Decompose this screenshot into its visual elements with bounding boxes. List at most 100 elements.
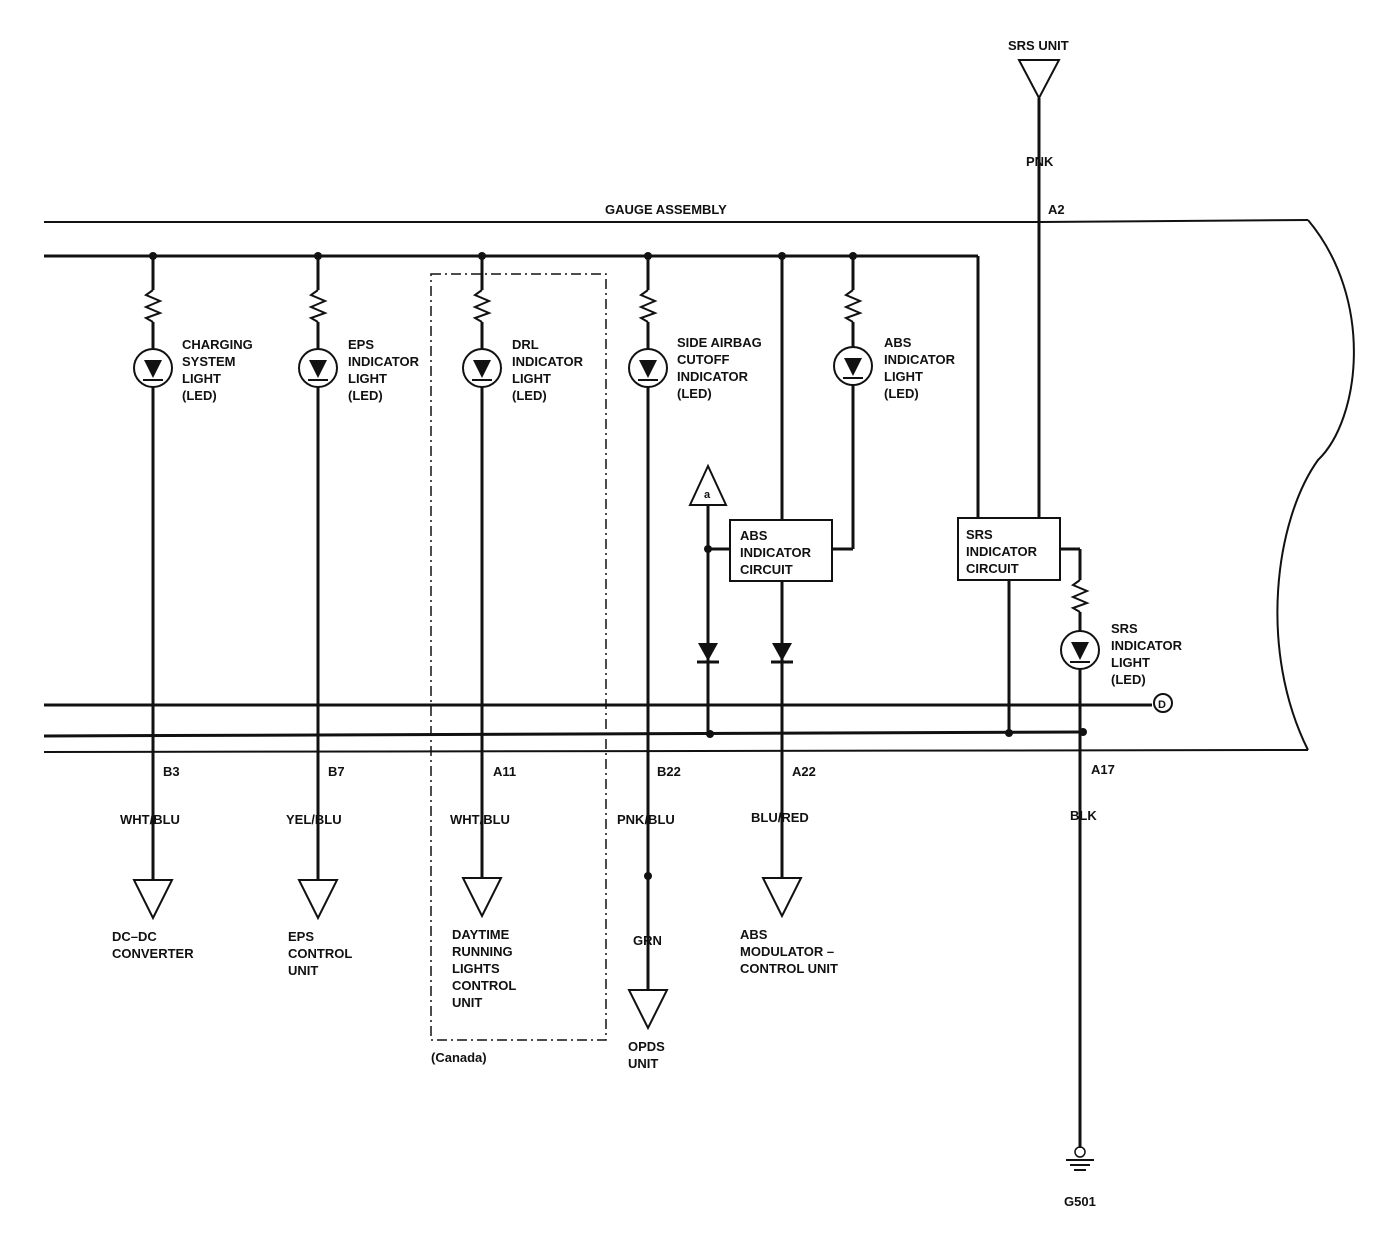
connector-a-ref: a — [688, 463, 728, 506]
svg-text:(LED): (LED) — [512, 388, 547, 403]
svg-text:ABS: ABS — [740, 528, 768, 543]
svg-text:SRS: SRS — [1111, 621, 1138, 636]
svg-text:CONTROL: CONTROL — [288, 946, 352, 961]
opds-unit-connector — [627, 989, 669, 1031]
svg-text:LIGHTS: LIGHTS — [452, 961, 500, 976]
abs-indicator-circuit — [729, 519, 833, 582]
abs-circuit-label: ABS INDICATOR CIRCUIT — [740, 528, 812, 577]
svg-text:SYSTEM: SYSTEM — [182, 354, 235, 369]
srs-unit-label: SRS UNIT — [1008, 38, 1069, 53]
eps-indicator-light-branch — [298, 256, 338, 880]
pin-a11: A11 — [493, 764, 516, 779]
svg-text:INDICATOR: INDICATOR — [740, 545, 812, 560]
eps-light-label: EPS INDICATOR LIGHT (LED) — [348, 337, 420, 403]
svg-text:ABS: ABS — [884, 335, 912, 350]
srs-pnk-wire-label: PNK — [1026, 154, 1054, 169]
svg-text:ABS: ABS — [740, 927, 768, 942]
svg-text:a: a — [704, 489, 711, 501]
drl-light-label: DRL INDICATOR LIGHT (LED) — [512, 337, 584, 403]
svg-text:UNIT: UNIT — [452, 995, 482, 1010]
abs-indicator-light-branch — [832, 256, 873, 551]
ground-g501-label: G501 — [1064, 1194, 1096, 1209]
svg-text:EPS: EPS — [348, 337, 374, 352]
svg-text:SIDE AIRBAG: SIDE AIRBAG — [677, 335, 762, 350]
svg-text:CHARGING: CHARGING — [182, 337, 253, 352]
svg-text:DC–DC: DC–DC — [112, 929, 157, 944]
pin-a17: A17 — [1091, 762, 1115, 777]
charging-light-label: CHARGING SYSTEM LIGHT (LED) — [182, 337, 253, 403]
svg-text:(LED): (LED) — [348, 388, 383, 403]
svg-text:CONVERTER: CONVERTER — [112, 946, 194, 961]
abs-modulator-connector — [761, 877, 803, 919]
svg-text:INDICATOR: INDICATOR — [966, 544, 1038, 559]
wire-b3: WHT/BLU — [120, 812, 180, 827]
svg-text:CIRCUIT: CIRCUIT — [740, 562, 793, 577]
srs-indicator-circuit — [957, 517, 1061, 581]
svg-text:RUNNING: RUNNING — [452, 944, 513, 959]
eps-control-unit-label: EPS CONTROL UNIT — [288, 929, 352, 978]
wire-grn: GRN — [633, 933, 662, 948]
side-airbag-label: SIDE AIRBAG CUTOFF INDICATOR (LED) — [677, 335, 762, 401]
connector-d-label: D — [1158, 699, 1166, 711]
svg-text:LIGHT: LIGHT — [182, 371, 221, 386]
svg-text:DRL: DRL — [512, 337, 539, 352]
svg-text:LIGHT: LIGHT — [884, 369, 923, 384]
gauge-assembly-outline — [43, 219, 1355, 753]
srs-pin-a2: A2 — [1048, 202, 1065, 217]
svg-text:EPS: EPS — [288, 929, 314, 944]
srs-light-label: SRS INDICATOR LIGHT (LED) — [1111, 621, 1183, 687]
svg-text:LIGHT: LIGHT — [1111, 655, 1150, 670]
wire-a17: BLK — [1070, 808, 1097, 823]
pin-b3: B3 — [163, 764, 180, 779]
drl-control-unit-connector — [461, 877, 503, 919]
svg-text:OPDS: OPDS — [628, 1039, 665, 1054]
canada-note: (Canada) — [431, 1050, 487, 1065]
pin-a22: A22 — [792, 764, 816, 779]
svg-text:INDICATOR: INDICATOR — [512, 354, 584, 369]
connector-d-ref: D — [1153, 693, 1173, 713]
charging-system-light-branch — [133, 256, 173, 880]
svg-text:CIRCUIT: CIRCUIT — [966, 561, 1019, 576]
canada-option-box — [430, 273, 607, 1041]
wire-b7: YEL/BLU — [286, 812, 342, 827]
svg-text:UNIT: UNIT — [288, 963, 318, 978]
svg-text:MODULATOR –: MODULATOR – — [740, 944, 834, 959]
eps-control-unit-connector — [297, 879, 339, 921]
wire-b22: PNK/BLU — [617, 812, 675, 827]
drl-indicator-light-branch — [462, 256, 502, 880]
svg-text:CONTROL: CONTROL — [452, 978, 516, 993]
svg-text:CUTOFF: CUTOFF — [677, 352, 730, 367]
svg-text:(LED): (LED) — [884, 386, 919, 401]
wire-a22: BLU/RED — [751, 810, 809, 825]
dcdc-converter-connector — [132, 879, 174, 921]
srs-circuit-label: SRS INDICATOR CIRCUIT — [966, 527, 1038, 576]
svg-text:UNIT: UNIT — [628, 1056, 658, 1071]
wire-a11: WHT/BLU — [450, 812, 510, 827]
pin-b7: B7 — [328, 764, 345, 779]
svg-text:DAYTIME: DAYTIME — [452, 927, 510, 942]
svg-text:(LED): (LED) — [182, 388, 217, 403]
dcdc-converter-label: DC–DC CONVERTER — [112, 929, 194, 961]
srs-indicator-light-branch — [1060, 547, 1100, 1148]
power-bus — [44, 252, 980, 520]
gauge-assembly-label: GAUGE ASSEMBLY — [605, 202, 727, 217]
abs-light-label: ABS INDICATOR LIGHT (LED) — [884, 335, 956, 401]
abs-diode-branches — [697, 505, 793, 880]
svg-text:INDICATOR: INDICATOR — [1111, 638, 1183, 653]
abs-modulator-label: ABS MODULATOR – CONTROL UNIT — [740, 927, 838, 976]
srs-unit-connector — [1017, 59, 1061, 518]
svg-text:SRS: SRS — [966, 527, 993, 542]
svg-text:(LED): (LED) — [1111, 672, 1146, 687]
svg-text:INDICATOR: INDICATOR — [884, 352, 956, 367]
svg-text:LIGHT: LIGHT — [348, 371, 387, 386]
svg-text:INDICATOR: INDICATOR — [348, 354, 420, 369]
drl-control-unit-label: DAYTIME RUNNING LIGHTS CONTROL UNIT — [452, 927, 516, 1010]
ground-symbol — [1066, 1146, 1094, 1171]
svg-text:CONTROL UNIT: CONTROL UNIT — [740, 961, 838, 976]
svg-text:INDICATOR: INDICATOR — [677, 369, 749, 384]
pin-b22: B22 — [657, 764, 681, 779]
opds-unit-label: OPDS UNIT — [628, 1039, 665, 1071]
side-airbag-indicator-branch — [628, 256, 668, 990]
svg-text:(LED): (LED) — [677, 386, 712, 401]
